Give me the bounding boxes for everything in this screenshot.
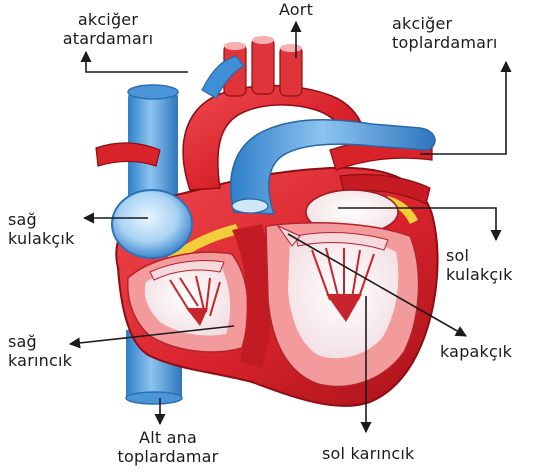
right-atrium-chamber [112,190,192,258]
label-right-atrium: sağ kulakçık [8,210,88,248]
label-left-ventricle: sol karıncık [322,444,452,463]
label-right-ventricle: sağ karıncık [8,332,98,370]
label-valve: kapakçık [440,342,548,361]
label-aorta: Aort [262,0,330,19]
label-pulmonary-artery: akciğer atardamarı [58,10,158,48]
pointer-pulmonary-artery [86,52,188,72]
label-inferior-vena-cava: Alt ana toplardamar [108,428,228,466]
label-left-atrium: sol kulakçık [446,246,546,284]
label-pulmonary-vein: akciğer toplardamarı [392,14,550,52]
